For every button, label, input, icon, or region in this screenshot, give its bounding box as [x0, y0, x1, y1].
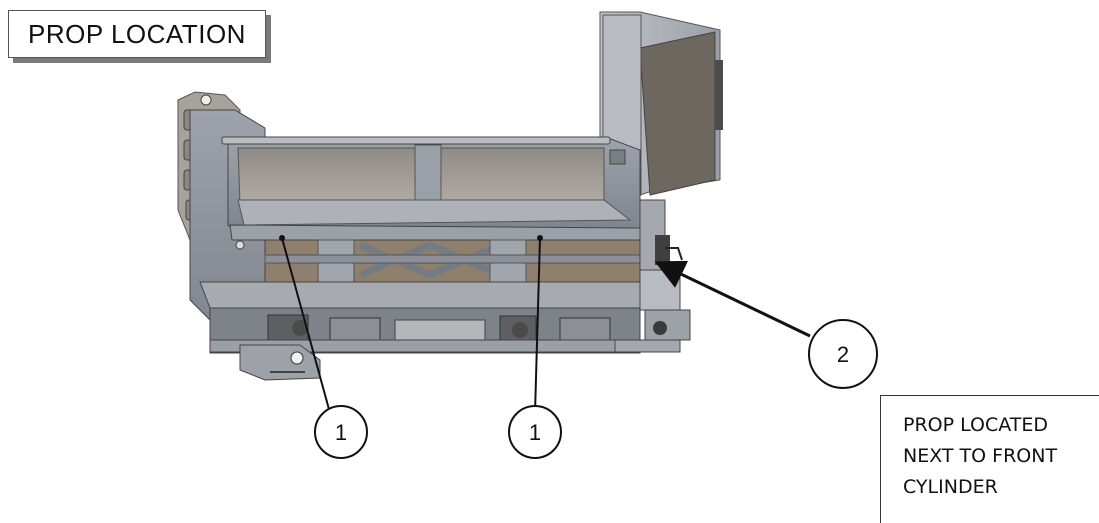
- frame-truss: [264, 239, 641, 286]
- callout-2-label: 2: [837, 342, 849, 367]
- note-line-2: NEXT TO FRONT: [903, 445, 1058, 467]
- callout-1-right-leader: [534, 237, 541, 414]
- front-rail: [229, 224, 641, 241]
- foot-plate: [239, 344, 321, 381]
- callout-1-right-dot: [537, 235, 543, 241]
- callout-1-right-label: 1: [529, 420, 541, 445]
- page-title: PROP LOCATION: [8, 10, 266, 58]
- callout-1-left-label: 1: [335, 420, 347, 445]
- main-beam: [199, 281, 646, 309]
- callout-2-arrow: [654, 260, 811, 338]
- drive-section: [209, 307, 641, 354]
- hopper-body: [221, 136, 641, 236]
- callout-2: 2: [808, 319, 878, 389]
- note-line-3: CYLINDER: [903, 476, 998, 498]
- callout-1-left-leader: [281, 237, 331, 414]
- callout-1-right: 1: [508, 405, 562, 459]
- callout-1-left-dot: [279, 235, 285, 241]
- page-title-text: PROP LOCATION: [28, 18, 246, 49]
- callout-1-left: 1: [314, 405, 368, 459]
- note-box: PROP LOCATED NEXT TO FRONT CYLINDER: [880, 395, 1099, 523]
- note-line-1: PROP LOCATED: [903, 414, 1049, 436]
- rail-bolt: [235, 240, 245, 250]
- right-mechanism: [614, 199, 691, 353]
